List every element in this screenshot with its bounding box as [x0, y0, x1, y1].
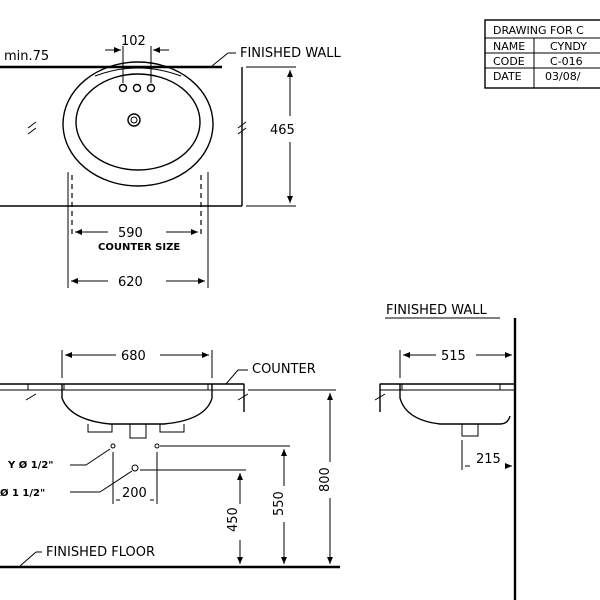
finished-floor-label: FINISHED FLOOR — [46, 545, 155, 560]
side-view: FINISHED WALL 515 215 — [374, 303, 517, 600]
front-basin-body — [61, 384, 213, 425]
title-block-header: DRAWING FOR C — [493, 24, 584, 37]
title-block: DRAWING FOR C NAME CYNDY CODE C-016 DATE… — [484, 19, 600, 89]
counter-size-label: COUNTER SIZE — [98, 242, 180, 253]
dim-counter-height: 800 — [318, 467, 333, 492]
plan-finished-wall-label: FINISHED WALL — [240, 46, 342, 61]
dim-drain-height: 450 — [226, 507, 241, 532]
title-code-value: C-016 — [550, 55, 583, 68]
counter-label: COUNTER — [252, 362, 316, 377]
faucet-hole-center — [132, 83, 142, 93]
plan-drain — [127, 113, 141, 127]
drain-point — [131, 464, 139, 472]
plan-basin-rim — [62, 61, 214, 187]
plan-basin-bowl — [75, 73, 201, 171]
side-basin-body — [399, 384, 511, 425]
faucet-hole-right — [146, 83, 156, 93]
dim-faucet-spacing: 102 — [121, 34, 146, 49]
title-date-value: 03/08/ — [545, 70, 581, 83]
dim-supply-height: 550 — [272, 491, 287, 516]
title-name-label: NAME — [493, 40, 525, 53]
dim-front-width: 680 — [121, 349, 146, 364]
dim-clearance: min.75 — [4, 49, 49, 64]
supply-label: Y Ø 1/2" — [7, 459, 53, 471]
dim-basin-width: 620 — [118, 275, 143, 290]
dim-supply-spacing: 200 — [122, 486, 147, 501]
title-code-label: CODE — [493, 55, 525, 68]
dim-side-depth: 515 — [441, 349, 466, 364]
dim-plan-depth: 465 — [270, 123, 295, 138]
drain-label: Ø 1 1/2" — [0, 487, 45, 499]
supply-point-right — [154, 443, 160, 449]
title-name-value: CYNDY — [550, 40, 587, 53]
front-view: 680 COUNTER Y Ø 1/2" Ø 1 1/2" 200 FINISH… — [0, 349, 340, 569]
dim-side-offset: 215 — [476, 452, 501, 467]
faucet-hole-left — [118, 83, 128, 93]
dim-counter-width: 590 — [118, 226, 143, 241]
supply-point-left — [110, 443, 116, 449]
side-finished-wall-label: FINISHED WALL — [386, 303, 488, 318]
plan-view: 102 min.75 FINISHED WALL 465 590 COUNTER… — [0, 34, 342, 290]
title-date-label: DATE — [493, 70, 522, 83]
